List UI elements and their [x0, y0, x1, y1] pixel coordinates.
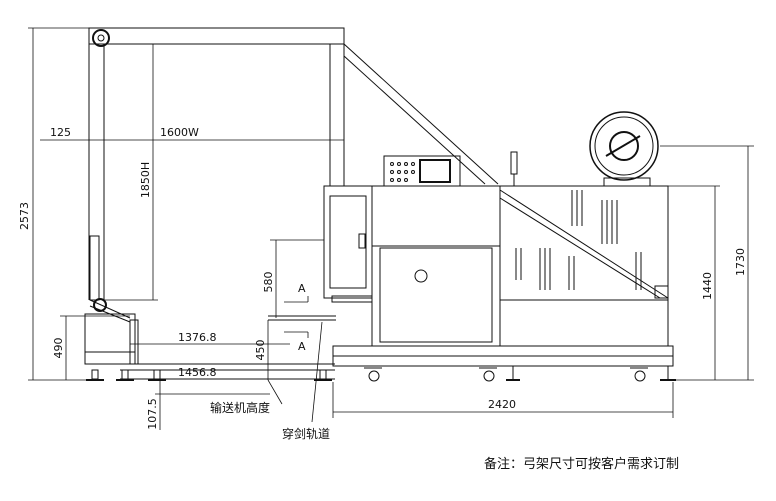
dim-length-1456-8: 1456.8 — [178, 366, 217, 379]
top-pulley-icon — [92, 29, 110, 47]
dim-height-1850h: 1850H — [139, 162, 152, 198]
dim-height-450: 450 — [254, 340, 267, 361]
dim-height-1730: 1730 — [734, 248, 747, 276]
dim-overall-height: 2573 — [18, 202, 31, 230]
dim-length-1376-8: 1376.8 — [178, 331, 217, 344]
dim-width-1600w: 1600W — [160, 126, 199, 139]
section-marker-lower: A — [298, 340, 306, 353]
arch-frame — [84, 27, 499, 365]
lower-pulley-icon — [93, 298, 107, 312]
section-marker-upper: A — [298, 282, 306, 295]
dimension-lines — [28, 27, 754, 430]
dim-height-580: 580 — [262, 272, 275, 293]
dim-length-2420: 2420 — [488, 398, 516, 411]
callout-lance-track: 穿剑轨道 — [282, 426, 330, 441]
strap-reel-icon — [589, 111, 659, 181]
callout-conveyor-height: 输送机高度 — [210, 400, 270, 415]
dim-height-1440: 1440 — [701, 272, 714, 300]
dim-height-107-5: 107.5 — [146, 398, 159, 430]
machine-body — [268, 111, 676, 382]
dim-height-490: 490 — [52, 338, 65, 359]
dim-offset-125: 125 — [50, 126, 71, 139]
customization-note: 备注：弓架尺寸可按客户需求订制 — [484, 456, 679, 472]
